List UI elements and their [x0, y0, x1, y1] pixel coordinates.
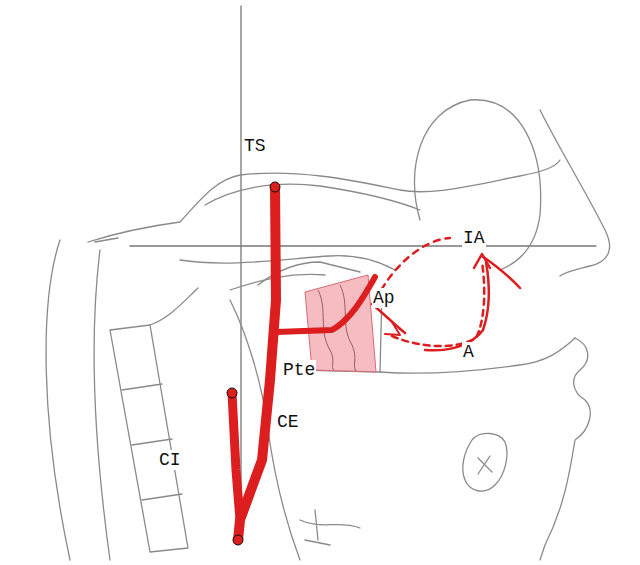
part-label: IA: [462, 228, 486, 248]
part-label: CI: [158, 450, 182, 470]
part-label: Pte: [282, 360, 316, 380]
part-label: Ap: [372, 288, 396, 308]
part-label: A: [462, 342, 475, 362]
part-label: CE: [276, 412, 300, 432]
part-label: TS: [243, 136, 267, 156]
